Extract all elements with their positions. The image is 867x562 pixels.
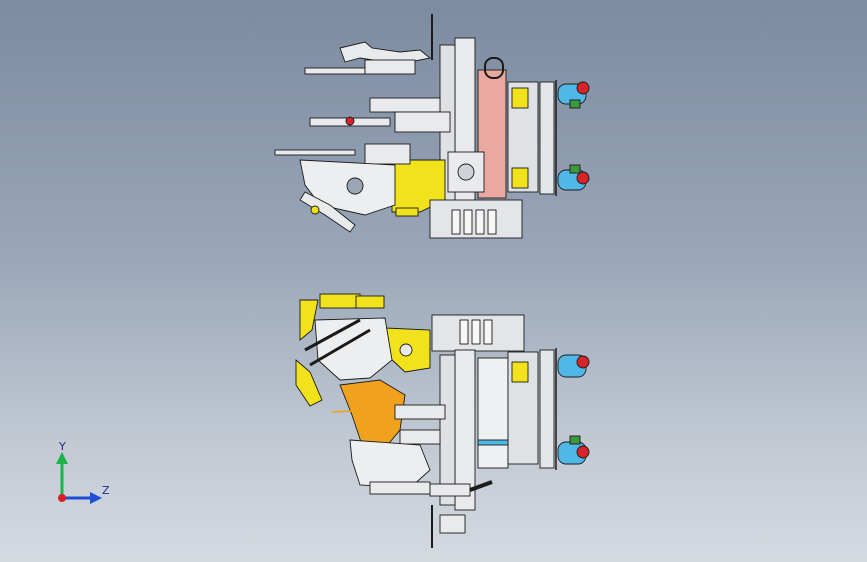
lower-yellow-cylinder-2 xyxy=(355,295,385,309)
triad-origin xyxy=(58,494,66,502)
lower-rotary-disc xyxy=(477,357,509,469)
lower-yellow-jaw xyxy=(295,359,323,407)
upper-red-wheel-bottom xyxy=(576,171,590,185)
lower-cylinder-2 xyxy=(399,429,441,445)
upper-locating-pin-rod xyxy=(274,149,356,156)
upper-flange-plate xyxy=(539,81,555,195)
lower-base-foot xyxy=(439,514,466,534)
lower-angled-rod xyxy=(469,480,493,492)
lower-yellow-cylinder-1 xyxy=(319,293,361,309)
lower-fixture-assembly[interactable] xyxy=(295,293,590,548)
y-axis-arrowhead xyxy=(56,452,68,464)
upper-valve-3 xyxy=(475,209,485,235)
lower-link-2 xyxy=(309,328,371,367)
upper-red-pin xyxy=(345,116,355,126)
lower-orange-workpiece xyxy=(339,379,406,449)
lower-flange-plate xyxy=(539,349,555,469)
upper-clamp-rod-1 xyxy=(304,67,366,75)
lower-green-joint xyxy=(569,435,581,445)
upper-fixture-assembly[interactable] xyxy=(274,14,590,239)
lower-yellow-hook xyxy=(299,299,319,341)
upper-cylinder-2 xyxy=(369,97,441,113)
lower-cylinder-3 xyxy=(369,481,431,495)
upper-cylinder-4 xyxy=(364,143,411,165)
lower-yellow-plate-hole xyxy=(399,343,413,357)
upper-cylinder-3 xyxy=(394,111,451,133)
lower-frame-plate xyxy=(314,317,393,381)
lower-cylinder-1 xyxy=(394,404,446,420)
lower-cyan-bar xyxy=(477,439,509,446)
lower-column xyxy=(439,354,456,506)
lower-link-1 xyxy=(304,318,361,352)
upper-frame-hole xyxy=(346,177,364,195)
orientation-triad xyxy=(56,452,102,504)
lower-yellow-mount xyxy=(511,361,529,383)
orientation-triad-labels: Y Z xyxy=(50,440,120,510)
upper-rotary-handle xyxy=(484,57,504,79)
lower-orange-guide xyxy=(331,409,373,413)
upper-cylinder-1 xyxy=(364,59,416,75)
z-axis-label: Z xyxy=(102,484,110,497)
lower-base-frame xyxy=(349,439,431,489)
upper-green-joint-top xyxy=(569,99,581,109)
upper-valve-1 xyxy=(451,209,461,235)
upper-yellow-knob xyxy=(310,205,320,215)
upper-valve-4 xyxy=(487,209,497,235)
upper-green-joint-bottom xyxy=(569,164,581,174)
z-axis-arrowhead xyxy=(90,492,102,504)
upper-red-wheel-top xyxy=(576,81,590,95)
upper-motor-shaft xyxy=(457,163,475,181)
upper-lever-arm-top xyxy=(339,41,432,65)
lower-valve-1 xyxy=(459,319,469,345)
lower-valve-3 xyxy=(483,319,493,345)
lower-red-wheel-top xyxy=(576,355,590,369)
y-axis-label: Y xyxy=(59,440,66,453)
lower-cylinder-4 xyxy=(429,483,471,497)
upper-valve-2 xyxy=(463,209,473,235)
upper-yellow-mount-bottom xyxy=(511,167,529,189)
lower-red-wheel-bottom xyxy=(576,445,590,459)
lower-valve-2 xyxy=(471,319,481,345)
upper-yellow-tab xyxy=(395,207,419,217)
upper-hanging-arm xyxy=(299,191,356,233)
upper-yellow-mount-top xyxy=(511,87,529,109)
